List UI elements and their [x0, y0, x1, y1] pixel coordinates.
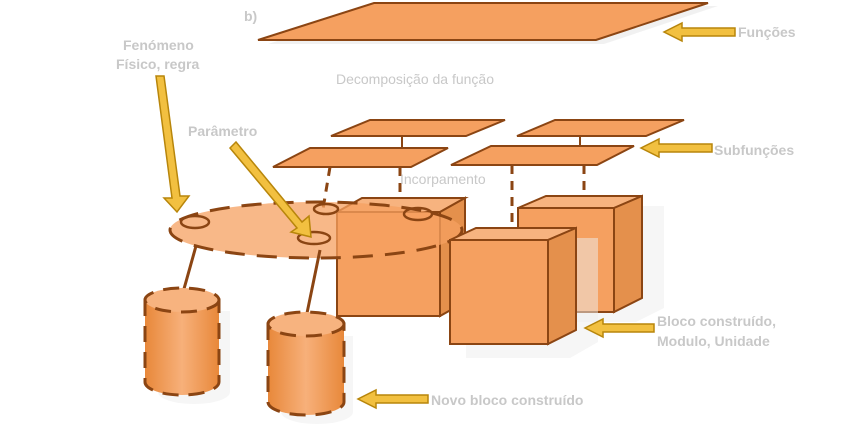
- subfunction-plane-left-back: [330, 119, 506, 137]
- decomposition-label: Decomposição da função: [336, 71, 494, 87]
- parameter-arrow: [228, 140, 312, 238]
- building-block-arrow: [583, 317, 655, 339]
- functions-label: Funções: [738, 24, 796, 40]
- new-block-arrow: [356, 388, 429, 410]
- new-block-label: Novo bloco construído: [431, 392, 584, 408]
- phenomenon-label-line1: Fenómeno: [123, 37, 194, 53]
- functions-plane: [257, 2, 718, 44]
- subfunction-plane-right-front: [450, 145, 635, 166]
- embodiment-label: Incorpamento: [400, 171, 486, 187]
- cylinder-connectors: [180, 245, 322, 319]
- subfunction-plane-left-front: [272, 147, 449, 168]
- panel-label: b): [244, 8, 258, 24]
- building-block-cube-front: [449, 226, 598, 358]
- new-block-cylinder-right: [266, 310, 353, 424]
- building-block-label-line2: Modulo, Unidade: [657, 333, 770, 349]
- building-block-label-line1: Bloco construído,: [657, 313, 776, 329]
- functions-arrow: [662, 21, 736, 43]
- subfunctions-label: Subfunções: [714, 142, 795, 158]
- phenomenon-label-line2: Físico, regra: [116, 56, 200, 72]
- embodiment-ellipse: [168, 200, 464, 260]
- phenomenon-arrow: [155, 75, 191, 214]
- subfunctions-arrow: [639, 137, 713, 159]
- new-block-cylinder-left: [143, 286, 230, 404]
- subfunction-plane-right-back: [516, 119, 685, 137]
- parameter-label: Parâmetro: [188, 123, 258, 139]
